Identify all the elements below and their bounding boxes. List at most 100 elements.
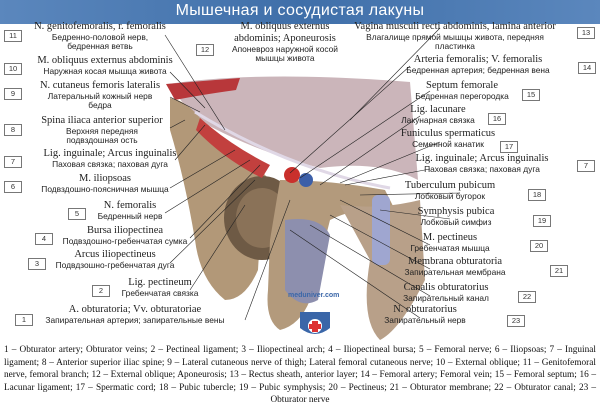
- label-latin: A. obturatoria; Vv. obturatoriae: [68, 304, 202, 315]
- label-russian: Влагалище прямой мышцы живота, передняя …: [366, 32, 544, 51]
- label-latin: Symphysis pubica: [417, 206, 495, 217]
- label-number-22: 22: [518, 291, 536, 303]
- label-number-19: 19: [533, 215, 551, 227]
- label-number-11: 11: [4, 30, 22, 42]
- label-number-8: 8: [4, 124, 22, 136]
- label-number-18: 18: [528, 189, 546, 201]
- label-latin: Bursa iliopectinea: [86, 225, 164, 236]
- femoral-artery: [284, 167, 300, 183]
- label-latin: M. iliopsoas: [79, 173, 131, 184]
- label-number-16: 16: [488, 113, 506, 125]
- label-latin: Spina iliaca anterior superior: [41, 115, 163, 126]
- label-latin: Funiculus spermaticus: [400, 128, 496, 139]
- label-latin: Arteria femoralis; V. femoralis: [413, 54, 543, 65]
- femoral-vein: [299, 173, 313, 187]
- label-russian: Лакунарная связка: [401, 115, 475, 125]
- label-latin: Lig. lacunare: [410, 104, 466, 115]
- label-russian: Верхняя передняя подвздошная ость: [66, 126, 138, 145]
- label-russian: Запирательная мембрана: [404, 267, 506, 277]
- label-russian: Латеральный кожный нерв бедра: [47, 91, 153, 110]
- label-number-7: 7: [4, 156, 22, 168]
- label-latin: Tuberculum pubicum: [404, 180, 496, 191]
- label-latin: N. genitofemoralis, r. femoralis: [34, 21, 166, 32]
- obturator-membrane: [285, 219, 330, 304]
- label-number-2: 2: [92, 285, 110, 297]
- label-russian: Подвдзошно-гребенчатая дуга: [55, 260, 175, 270]
- pubic-symphysis: [372, 195, 390, 265]
- label-russian: Запирательный нерв: [384, 315, 466, 325]
- label-latin: Lig. inguinale; Arcus inguinalis: [415, 153, 549, 164]
- label-number-13: 13: [577, 27, 595, 39]
- label-russian: Гребенчатая связка: [121, 288, 199, 298]
- label-russian: Бедренная артерия; бедренная вена: [406, 65, 550, 75]
- external-oblique-muscle: [166, 78, 240, 100]
- label-number-5: 5: [68, 208, 86, 220]
- page-title: Мышечная и сосудистая лакуны: [175, 2, 425, 19]
- label-latin: N. obturatorius: [393, 304, 457, 315]
- label-latin: Canalis obturatorius: [403, 282, 489, 293]
- label-latin: Septum femorale: [425, 80, 499, 91]
- label-number-12: 12: [196, 44, 214, 56]
- label-number-6: 6: [4, 181, 22, 193]
- label-russian: Подвздошно-гребенчатая сумка: [62, 236, 188, 246]
- label-number-23: 23: [507, 315, 525, 327]
- label-number-7: 7: [577, 160, 595, 172]
- label-russian: Апоневроз наружной косой мышцы живота: [232, 44, 338, 63]
- label-number-4: 4: [35, 233, 53, 245]
- label-number-10: 10: [4, 63, 22, 75]
- label-latin: N. femoralis: [103, 200, 157, 211]
- label-latin: M. pectineus: [422, 232, 478, 243]
- label-russian: Бедренный нерв: [97, 211, 163, 221]
- label-12: M. obliquus externus abdominis; Aponeuro…: [175, 21, 395, 63]
- label-latin: M. obliquus externus abdominis: [37, 55, 173, 66]
- iliopsoas-muscle: [196, 118, 270, 178]
- legend: 1 – Obturator artery; Obturator veins; 2…: [4, 345, 596, 406]
- label-russian: Паховая связка; паховая дуга: [52, 159, 168, 169]
- label-russian: Семенной канатик: [412, 139, 484, 149]
- pelvis-illustration: [164, 27, 461, 340]
- label-latin: Arcus iliopectineus: [74, 249, 156, 260]
- inguinal-ligament: [194, 110, 391, 190]
- title-bar: Мышечная и сосудистая лакуны: [0, 0, 600, 24]
- leader-lines: [164, 27, 461, 321]
- aponeurosis: [168, 76, 418, 180]
- label-latin: N. cutaneus femoris lateralis: [39, 80, 161, 91]
- label-latin: Vagina musculi recti abdominis, lamina a…: [354, 21, 556, 32]
- label-russian: Лобковый симфиз: [420, 217, 492, 227]
- label-russian: Лобковый бугорок: [414, 191, 486, 201]
- label-russian: Гребенчатая мышца: [410, 243, 490, 253]
- label-13: Vagina musculi recti abdominis, lamina a…: [345, 21, 565, 51]
- label-russian: Бедренно-половой нерв, бедренная ветвь: [51, 32, 149, 51]
- label-number-14: 14: [578, 62, 596, 74]
- label-number-3: 3: [28, 258, 46, 270]
- label-russian: Подвздошно-поясничная мышца: [41, 184, 169, 194]
- label-russian: Наружная косая мышца живота: [43, 66, 167, 76]
- label-latin: Lig. pectineum: [128, 277, 192, 288]
- label-number-15: 15: [522, 89, 540, 101]
- label-number-17: 17: [500, 141, 518, 153]
- label-russian: Запирательный канал: [403, 293, 489, 303]
- label-russian: Запирательная артерия; запирательные вен…: [45, 315, 225, 325]
- label-number-21: 21: [550, 265, 568, 277]
